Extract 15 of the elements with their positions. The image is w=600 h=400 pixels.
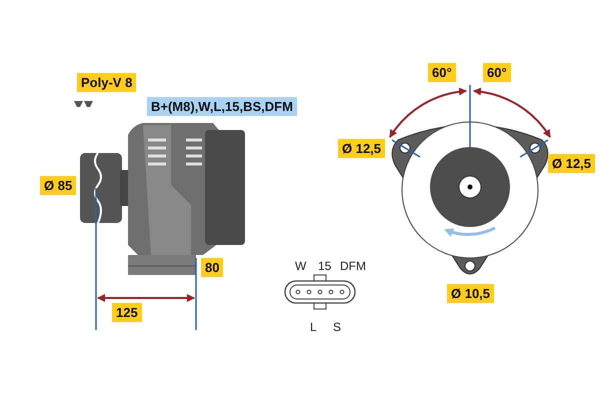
dimension-label: Ø 10,5: [447, 284, 494, 303]
pin-label: L: [310, 319, 317, 336]
terminal-list-label: B+(M8),W,L,15,BS,DFM: [147, 97, 297, 116]
dimension-label: 80: [201, 258, 224, 277]
angle-label: 60°: [483, 63, 511, 82]
pin-label: S: [333, 319, 342, 336]
pin-label: W: [295, 258, 306, 275]
pin-label: DFM: [340, 258, 366, 275]
dimension-label: 125: [112, 303, 142, 322]
belt-type-label: Poly-V 8: [77, 73, 136, 92]
pin-label: 15: [318, 258, 332, 275]
dimension-label: Ø 12,5: [338, 139, 386, 158]
dimension-label: Ø 85: [40, 176, 76, 195]
angle-label: 60°: [428, 63, 456, 82]
dimension-label: Ø 12,5: [548, 154, 596, 173]
